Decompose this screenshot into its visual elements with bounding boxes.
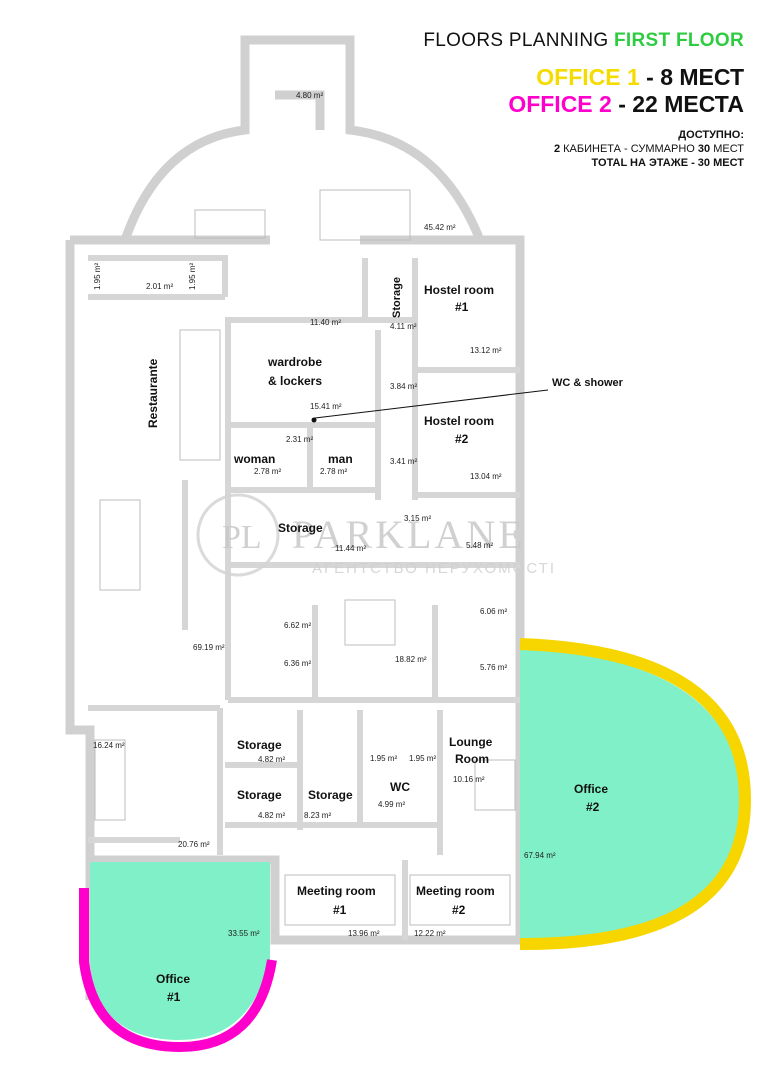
- area-label: 69.19 m²: [193, 643, 225, 652]
- area-label: 16.24 m²: [93, 741, 125, 750]
- hostel2-label-a: Hostel room: [424, 414, 494, 428]
- office1-area[interactable]: [90, 862, 270, 1040]
- availability-title: ДОСТУПНО:: [678, 129, 744, 141]
- area-label: 6.06 m²: [480, 607, 507, 616]
- office-summary: OFFICE 1 - 8 МЕСТ OFFICE 2 - 22 МЕСТА: [423, 64, 744, 118]
- cabinets-count: 2: [553, 143, 561, 155]
- meeting2-label-a: Meeting room: [416, 884, 495, 898]
- area-label: 2.31 m²: [286, 435, 313, 444]
- area-label: 6.36 m²: [284, 659, 311, 668]
- area-label: 3.15 m²: [404, 514, 431, 523]
- area-label: 4.82 m²: [258, 811, 285, 820]
- wardrobe-label-a: wardrobe: [267, 355, 322, 369]
- hostel2-label-b: #2: [455, 432, 469, 446]
- area-label: 10.16 m²: [453, 775, 485, 784]
- area-label: 1.95 m²: [93, 263, 102, 290]
- area-label: 67.94 m²: [524, 851, 556, 860]
- area-label: 33.55 m²: [228, 929, 260, 938]
- storage-mid-label: Storage: [278, 521, 323, 535]
- area-label: 3.84 m²: [390, 382, 417, 391]
- watermark-logo-ring: [196, 493, 280, 577]
- area-label: 2.78 m²: [320, 467, 347, 476]
- plan-header: FLOORS PLANNING FIRST FLOOR OFFICE 1 - 8…: [423, 30, 744, 170]
- office2-area[interactable]: [520, 648, 740, 940]
- office2-label-b: #2: [586, 800, 600, 814]
- wc-shower-label: WC & shower: [552, 377, 624, 389]
- office2-label-a: Office: [574, 782, 608, 796]
- area-label: 1.95 m²: [188, 263, 197, 290]
- area-label: 12.22 m²: [414, 929, 446, 938]
- wc-shower-leader: [314, 389, 549, 419]
- area-label: 11.44 m²: [335, 544, 366, 553]
- watermark-logo: PL: [222, 519, 262, 556]
- area-label: 5.76 m²: [480, 663, 507, 672]
- office2-rest: - 22 МЕСТА: [611, 91, 744, 117]
- lounge-label-a: Lounge: [449, 735, 493, 749]
- area-label: 2.01 m²: [146, 282, 173, 291]
- office1-summary: OFFICE 1 - 8 МЕСТ: [423, 64, 744, 91]
- interior-walls: [88, 255, 520, 940]
- office1-name: OFFICE 1: [536, 64, 640, 90]
- area-label: 8.23 m²: [304, 811, 331, 820]
- watermark-sub: АГЕНТСТВО НЕРУХОМОСТІ: [312, 560, 556, 577]
- area-label: 1.95 m²: [409, 754, 436, 763]
- office2-name: OFFICE 2: [508, 91, 612, 117]
- watermark-brand: PARKLANE: [292, 512, 526, 557]
- storage-b-label: Storage: [237, 788, 282, 802]
- storage-vertical-label: Storage: [391, 277, 403, 318]
- availability-line1: 2 КАБИНЕТА - СУММАРНО 30 МЕСТ: [423, 142, 744, 156]
- area-label: 3.41 m²: [390, 457, 417, 466]
- availability: ДОСТУПНО: 2 КАБИНЕТА - СУММАРНО 30 МЕСТ …: [423, 128, 744, 170]
- seats-text: МЕСТ: [710, 143, 744, 155]
- man-label: man: [328, 452, 353, 466]
- title-accent: FIRST FLOOR: [614, 30, 744, 51]
- area-labels: 4.80 m² 45.42 m² 1.95 m² 2.01 m² 1.95 m²…: [93, 91, 556, 938]
- furniture: [94, 189, 516, 926]
- seats-count: 30: [697, 143, 711, 155]
- area-label: 1.95 m²: [370, 754, 397, 763]
- availability-line2: TOTAL НА ЭТАЖЕ - 30 МЕСТ: [591, 157, 744, 169]
- area-label: 5.48 m²: [466, 541, 493, 550]
- watermark: PL PARKLANE АГЕНТСТВО НЕРУХОМОСТІ: [196, 493, 556, 577]
- area-label: 20.76 m²: [178, 840, 210, 849]
- area-label: 18.82 m²: [395, 655, 427, 664]
- storage-a-label: Storage: [237, 738, 282, 752]
- office2-arc: [519, 638, 752, 951]
- wardrobe-label-b: & lockers: [268, 374, 322, 388]
- area-label: 15.41 m²: [310, 402, 342, 411]
- woman-label: woman: [233, 452, 275, 466]
- room-labels: Hostel room #1 Storage wardrobe & locker…: [146, 277, 624, 1004]
- area-label: 45.42 m²: [424, 223, 456, 232]
- area-label: 13.96 m²: [348, 929, 380, 938]
- title-prefix: FLOORS PLANNING: [423, 30, 615, 51]
- area-label: 6.62 m²: [284, 621, 311, 630]
- area-label: 11.40 m²: [310, 318, 341, 327]
- wc-label: WC: [390, 780, 410, 794]
- area-label: 4.11 m²: [390, 322, 417, 331]
- office1-rest: - 8 МЕСТ: [639, 64, 744, 90]
- storage-c-label: Storage: [308, 788, 353, 802]
- meeting1-label-a: Meeting room: [297, 884, 376, 898]
- area-label: 2.78 m²: [254, 467, 281, 476]
- meeting1-label-b: #1: [333, 903, 347, 917]
- cabinets-text: КАБИНЕТА - СУММАРНО: [560, 143, 698, 155]
- office1-arc: [79, 888, 277, 1053]
- area-label: 13.04 m²: [470, 472, 502, 481]
- restaurant-label: Restaurante: [146, 358, 160, 428]
- office2-summary: OFFICE 2 - 22 МЕСТА: [423, 91, 744, 118]
- area-label: 13.12 m²: [470, 346, 502, 355]
- hostel1-label-b: #1: [455, 300, 469, 314]
- hostel1-label-a: Hostel room: [424, 283, 494, 297]
- area-label: 4.82 m²: [258, 755, 285, 764]
- office1-label-a: Office: [156, 972, 190, 986]
- wc-shower-dot: [311, 417, 317, 423]
- meeting2-label-b: #2: [452, 903, 466, 917]
- plan-title: FLOORS PLANNING FIRST FLOOR: [423, 30, 744, 52]
- office1-label-b: #1: [167, 990, 181, 1004]
- lounge-label-b: Room: [455, 752, 489, 766]
- area-label: 4.80 m²: [296, 91, 323, 100]
- area-label: 4.99 m²: [378, 800, 405, 809]
